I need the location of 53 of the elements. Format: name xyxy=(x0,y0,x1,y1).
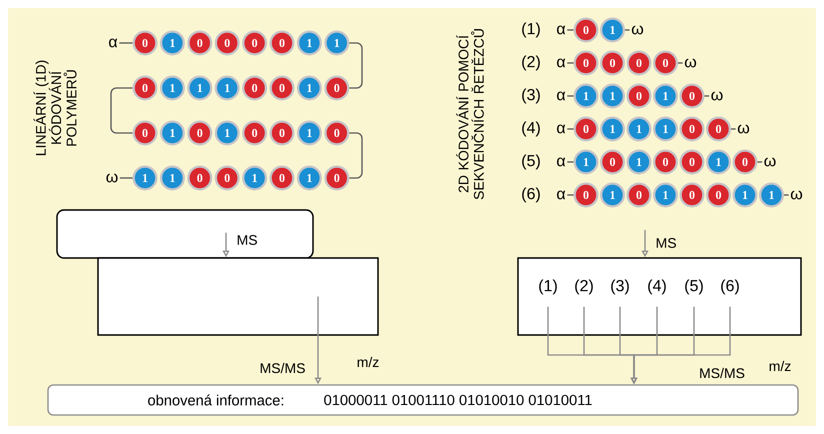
peak-label: (1) xyxy=(539,280,557,294)
row-number: (6) xyxy=(522,188,540,202)
peak-label: (5) xyxy=(685,280,703,294)
connector-line xyxy=(624,29,630,31)
rounded-box xyxy=(56,209,314,259)
connector-line xyxy=(730,128,736,130)
connector-line xyxy=(567,29,574,31)
connector-line xyxy=(567,62,574,64)
greek-letter: α xyxy=(557,58,566,68)
connector-line xyxy=(567,95,574,97)
peak-label: (4) xyxy=(648,280,666,294)
greek-letter: ω xyxy=(790,190,802,200)
connector-line xyxy=(120,177,133,179)
greek-letter: ω xyxy=(738,124,750,134)
panel-box xyxy=(97,257,379,336)
greek-letter: ω xyxy=(106,174,118,182)
connector-line xyxy=(757,161,762,163)
edge-label: MS xyxy=(656,238,676,248)
row-number: (1) xyxy=(522,22,540,38)
axis-label: m/z xyxy=(770,360,791,372)
connector-line xyxy=(704,95,710,97)
greek-letter: α xyxy=(557,158,566,166)
peak-label: (3) xyxy=(611,280,629,294)
peak-label: (2) xyxy=(575,280,593,294)
connector-line xyxy=(119,42,133,44)
connector-line xyxy=(110,87,133,134)
connector-line xyxy=(567,161,574,163)
panel-box xyxy=(517,257,802,336)
greek-letter: α xyxy=(557,92,566,100)
row-number: (3) xyxy=(522,88,540,104)
row-number: (2) xyxy=(522,56,540,70)
edge-label: MS xyxy=(238,235,257,245)
greek-letter: ω xyxy=(632,26,644,34)
axis-label: m/z xyxy=(358,356,379,368)
greek-letter: ω xyxy=(684,58,696,68)
greek-letter: α xyxy=(557,124,566,134)
connector-line xyxy=(567,194,574,196)
greek-letter: ω xyxy=(711,92,723,100)
connector-line xyxy=(678,62,683,64)
process-label: MS/MS xyxy=(700,368,744,378)
greek-letter: α xyxy=(557,26,566,34)
vertical-heading: LINEÁRNÍ (1D) KÓDOVÁNÍ POLYMERŮ xyxy=(34,60,76,156)
connector-line xyxy=(784,194,789,196)
greek-letter: α xyxy=(109,38,118,48)
edge-label: MS/MS xyxy=(260,362,305,374)
result-box: obnovená informace: 01000011 01001110 01010010 01010011 xyxy=(47,384,799,416)
peak-label: (6) xyxy=(721,280,739,294)
greek-letter: ω xyxy=(764,158,776,166)
greek-letter: α xyxy=(557,190,566,200)
row-number: (4) xyxy=(522,122,540,136)
row-number: (5) xyxy=(522,154,540,170)
vertical-heading: 2D KÓDOVÁNÍ POMOCÍ SEKVENČNÍCH ŘETĚZCŮ xyxy=(456,29,484,200)
connector-line xyxy=(567,128,574,130)
